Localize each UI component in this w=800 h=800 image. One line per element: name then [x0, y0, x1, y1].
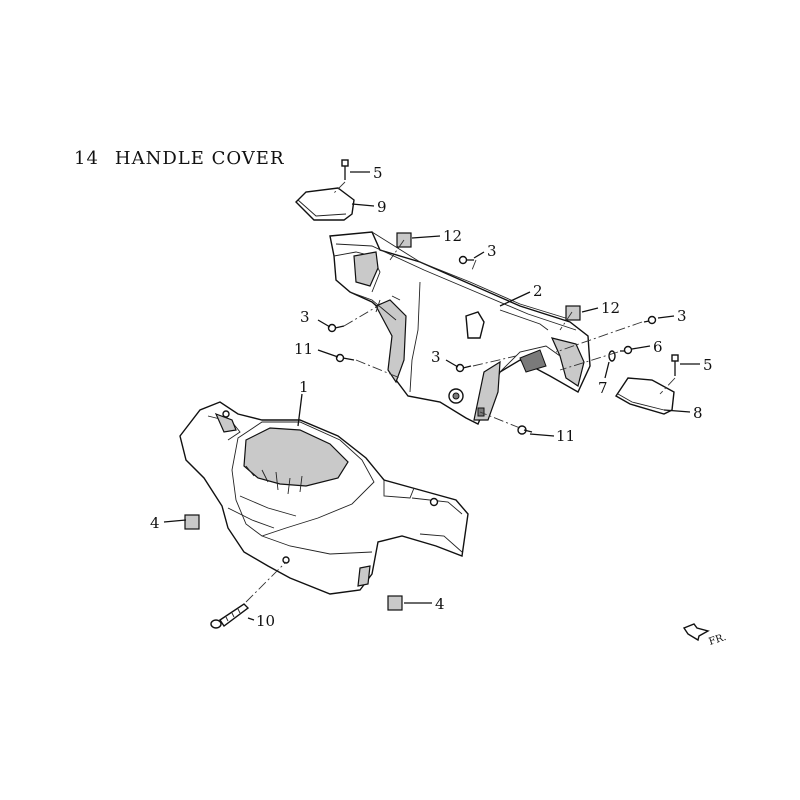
screw-5-upper: [341, 159, 349, 180]
screw-6: [620, 345, 633, 355]
callout-11: 11: [294, 340, 313, 358]
callout-1: 1: [299, 378, 309, 396]
screw-3-d: [643, 315, 657, 325]
diagram-title: 14 HANDLE COVER: [74, 148, 285, 169]
screw-3-c: [455, 363, 472, 373]
screw-5-right: [671, 354, 679, 376]
part-2-rear-handle-cover: [329, 231, 591, 425]
callout-3: 3: [677, 307, 687, 325]
section-number: 14: [74, 148, 99, 169]
callout-4: 4: [150, 514, 160, 532]
callout-6: 6: [653, 338, 663, 356]
callout-8: 8: [693, 404, 703, 422]
part-8-cap: [615, 377, 675, 415]
nut-4-a: [184, 514, 200, 530]
leader-lines: [163, 171, 700, 621]
callout-3: 3: [431, 348, 441, 366]
front-direction-marker: FR.: [682, 623, 728, 648]
callout-5: 5: [703, 356, 713, 374]
screw-11-a: [335, 353, 355, 363]
screw-3-a: [458, 255, 474, 265]
callout-4: 4: [435, 595, 445, 613]
part-1-front-handle-cover: [179, 401, 469, 595]
screw-10: [210, 603, 250, 629]
callout-9: 9: [377, 198, 387, 216]
arrow-icon: [682, 623, 710, 642]
callout-5: 5: [373, 164, 383, 182]
callout-2: 2: [533, 282, 543, 300]
screw-11-b: [517, 425, 533, 435]
alignment-lines: [245, 181, 676, 603]
callout-3: 3: [300, 308, 310, 326]
callout-7: 7: [598, 379, 608, 397]
callout-10: 10: [256, 612, 275, 630]
callout-12: 12: [601, 299, 620, 317]
callouts: 5 9 12 3 2 12 3 3 11 3 6 7 5 1 8 11 4 10…: [150, 164, 713, 630]
front-label: FR.: [708, 632, 728, 648]
callout-11: 11: [556, 427, 575, 445]
nut-4-b: [387, 595, 403, 611]
callout-3: 3: [487, 242, 497, 260]
callout-12: 12: [443, 227, 462, 245]
part-9-cap: [295, 187, 355, 221]
washer-7: [608, 350, 616, 362]
section-title: HANDLE COVER: [114, 148, 285, 169]
screw-3-b: [327, 323, 345, 333]
